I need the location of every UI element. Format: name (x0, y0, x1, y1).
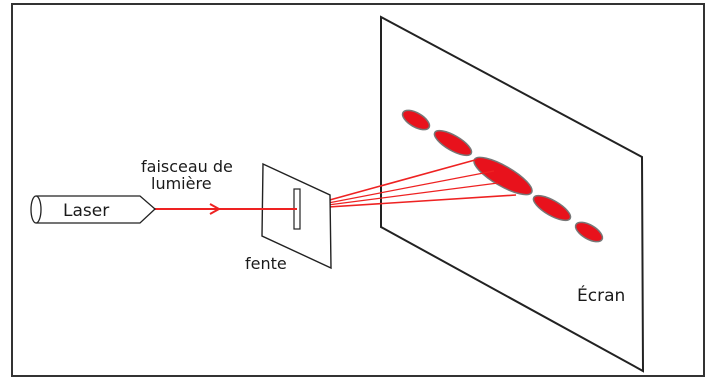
laser-body (36, 195, 156, 224)
laser-label: Laser (63, 201, 109, 221)
beam-arrow-icon (209, 203, 222, 215)
laser-end-cap (30, 195, 42, 224)
diffraction-spot (532, 194, 572, 222)
diffraction-spots (401, 109, 604, 243)
projection-screen (380, 15, 645, 373)
diffraction-spot (574, 221, 604, 243)
screen-label: Écran (577, 284, 625, 306)
slit-label: fente (245, 254, 287, 273)
diffraction-spot (433, 129, 473, 157)
laser-cylinder (30, 195, 156, 224)
beam-label-line2: lumière (151, 174, 212, 193)
beam-label-line1: faisceau de (141, 157, 233, 176)
light-ray (296, 194, 517, 210)
diffraction-spot (401, 109, 431, 131)
